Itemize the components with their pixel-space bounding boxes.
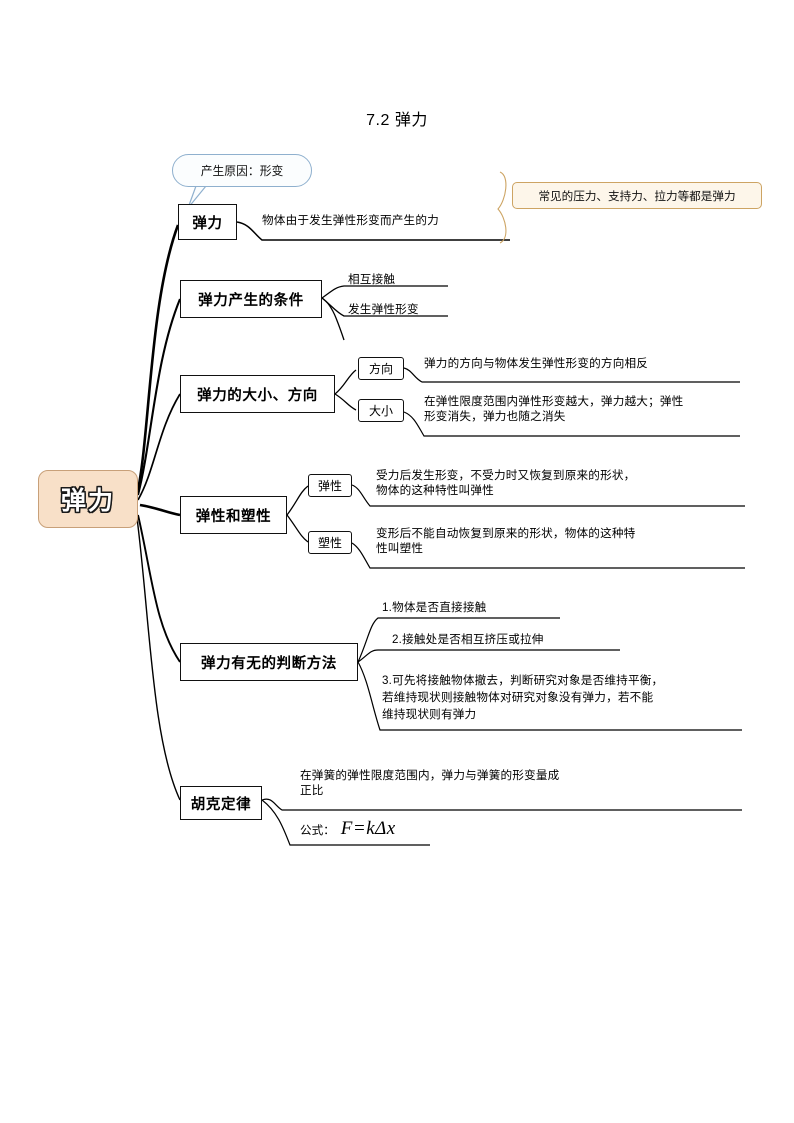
node-magnitude-direction[interactable]: 弹力的大小、方向 <box>180 375 335 413</box>
subnode-direction-label: 方向 <box>368 362 393 376</box>
leaf-magnitude-description: 在弹性限度范围内弹性形变越大，弹力越大；弹性 形变消失，弹力也随之消失 <box>424 394 754 424</box>
node-elasticity-plasticity[interactable]: 弹性和塑性 <box>180 496 287 534</box>
node-judgement-methods-label: 弹力有无的判断方法 <box>201 655 337 672</box>
leaf-direction-description: 弹力的方向与物体发生弹性形变的方向相反 <box>424 357 649 370</box>
leaf-magnitude-line1: 在弹性限度范围内弹性形变越大，弹力越大；弹性 <box>424 395 684 408</box>
node-conditions-label: 弹力产生的条件 <box>198 292 304 309</box>
leaf-hookes-law-line1: 在弹簧的弹性限度范围内，弹力与弹簧的形变量成 <box>300 769 560 782</box>
note-common-forces[interactable]: 常见的压力、支持力、拉力等都是弹力 <box>512 182 762 209</box>
subnode-direction[interactable]: 方向 <box>358 357 404 380</box>
leaf-plasticity-description: 变形后不能自动恢复到原来的形状，物体的这种特 性叫塑性 <box>376 526 716 556</box>
leaf-elasticity-line2: 物体的这种特性叫弹性 <box>376 484 494 497</box>
leaf-judgement-3-line2: 若维持现状则接触物体对研究对象没有弹力，若不能 <box>382 691 654 704</box>
leaf-hookes-law-line2: 正比 <box>300 784 324 797</box>
leaf-hookes-law-statement: 在弹簧的弹性限度范围内，弹力与弹簧的形变量成 正比 <box>300 768 650 798</box>
leaf-judgement-2: 2.接触处是否相互挤压或拉伸 <box>392 633 544 646</box>
page-title: 7.2 弹力 <box>366 112 428 129</box>
leaf-hookes-law-formula: 公式： F=kΔx <box>300 818 396 840</box>
leaf-judgement-3-line3: 维持现状则有弹力 <box>382 708 477 721</box>
leaf-magnitude-line2: 形变消失，弹力也随之消失 <box>424 410 566 423</box>
node-elasticity-plasticity-label: 弹性和塑性 <box>195 508 272 525</box>
leaf-plasticity-line1: 变形后不能自动恢复到原来的形状，物体的这种特 <box>376 527 636 540</box>
leaf-elasticity-description: 受力后发生形变，不受力时又恢复到原来的形状， 物体的这种特性叫弹性 <box>376 468 716 498</box>
leaf-condition-contact: 相互接触 <box>348 273 396 286</box>
subnode-elasticity[interactable]: 弹性 <box>308 474 352 497</box>
node-elastic-force-label: 弹力 <box>192 215 223 232</box>
note-common-forces-label: 常见的压力、支持力、拉力等都是弹力 <box>538 189 736 203</box>
leaf-judgement-3-line1: 3.可先将接触物体撤去，判断研究对象是否维持平衡， <box>382 674 664 687</box>
root-node-label: 弹力 <box>60 486 115 516</box>
formula-expression: F=kΔx <box>340 818 396 839</box>
subnode-magnitude[interactable]: 大小 <box>358 399 404 422</box>
leaf-elastic-force-definition: 物体由于发生弹性形变而产生的力 <box>262 214 439 227</box>
leaf-judgement-1: 1.物体是否直接接触 <box>382 601 487 614</box>
node-hookes-law[interactable]: 胡克定律 <box>180 786 262 820</box>
subnode-elasticity-label: 弹性 <box>317 479 342 493</box>
subnode-magnitude-label: 大小 <box>368 404 393 418</box>
leaf-condition-deformation: 发生弹性形变 <box>348 303 419 316</box>
node-judgement-methods[interactable]: 弹力有无的判断方法 <box>180 643 358 681</box>
leaf-plasticity-line2: 性叫塑性 <box>376 542 424 555</box>
node-elastic-force[interactable]: 弹力 <box>178 204 237 240</box>
callout-cause-label: 产生原因：形变 <box>200 164 284 178</box>
callout-cause[interactable]: 产生原因：形变 <box>172 154 312 187</box>
node-conditions[interactable]: 弹力产生的条件 <box>180 280 322 318</box>
leaf-elasticity-line1: 受力后发生形变，不受力时又恢复到原来的形状， <box>376 469 636 482</box>
formula-label: 公式： <box>300 824 335 837</box>
subnode-plasticity[interactable]: 塑性 <box>308 531 352 554</box>
root-node[interactable]: 弹力 <box>38 470 138 528</box>
subnode-plasticity-label: 塑性 <box>317 536 342 550</box>
node-magnitude-direction-label: 弹力的大小、方向 <box>197 387 318 404</box>
leaf-judgement-3: 3.可先将接触物体撤去，判断研究对象是否维持平衡， 若维持现状则接触物体对研究对… <box>382 672 732 723</box>
node-hookes-law-label: 胡克定律 <box>190 796 252 813</box>
